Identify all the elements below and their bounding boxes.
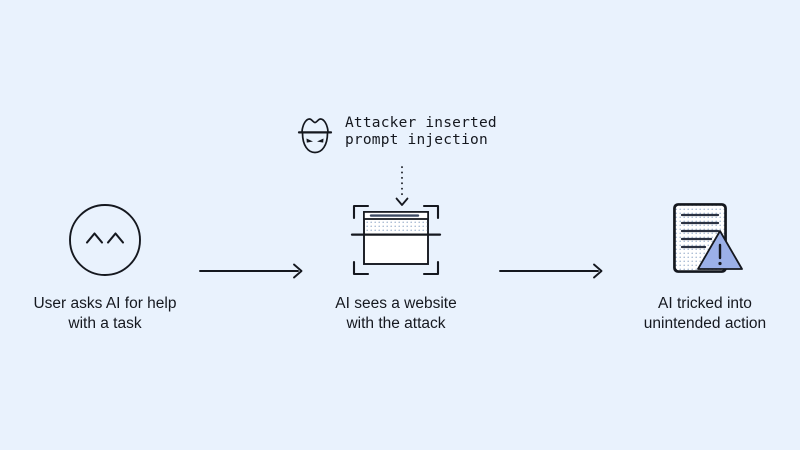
step-website: AI sees a website with the attack <box>286 200 506 334</box>
flow-row: User asks AI for help with a task <box>0 200 800 350</box>
step-tricked-caption: AI tricked into unintended action <box>643 295 767 332</box>
step-website-art <box>350 200 442 280</box>
website-scan-frame-icon <box>350 204 442 276</box>
step-user-art <box>67 200 143 280</box>
step-user-caption: User asks AI for help with a task <box>33 295 177 332</box>
step-tricked-art <box>663 200 747 280</box>
user-face-circle-icon <box>69 204 141 276</box>
step-tricked: AI tricked into unintended action <box>595 200 800 334</box>
document-warning-icon <box>673 203 743 273</box>
attacker-line-2: prompt injection <box>345 131 488 148</box>
attacker-annotation: Attacker inserted prompt injection <box>293 114 497 159</box>
attacker-annotation-text: Attacker inserted prompt injection <box>345 115 497 148</box>
attacker-hat-face-icon <box>297 118 333 154</box>
arrow-step2-to-step3 <box>499 263 603 279</box>
step-website-caption: AI sees a website with the attack <box>335 295 457 332</box>
step-user: User asks AI for help with a task <box>0 200 215 334</box>
dotted-down-arrow-icon <box>395 166 409 206</box>
arrow-step1-to-step2 <box>199 263 303 279</box>
attacker-line-1: Attacker inserted <box>345 115 497 131</box>
